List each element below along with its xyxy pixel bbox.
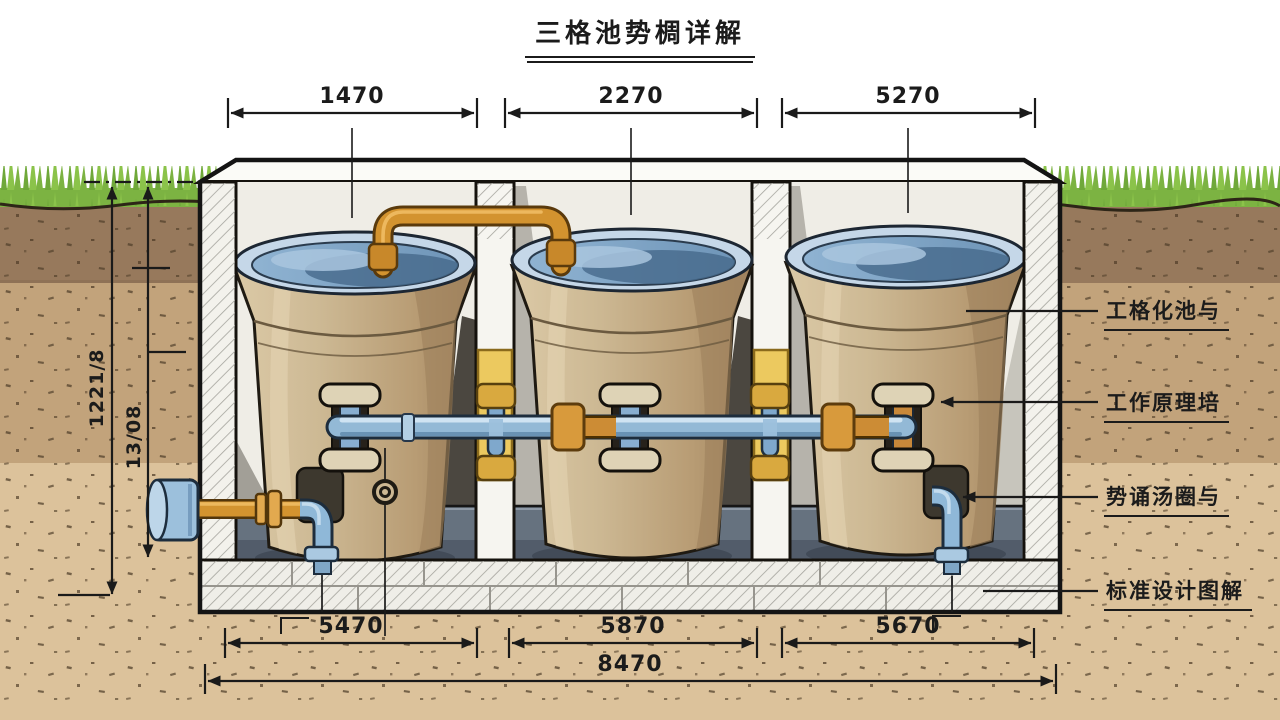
pipe-coupling-2 xyxy=(820,402,856,452)
overall-dim: 8470 xyxy=(597,652,663,677)
structure-walls xyxy=(197,157,1063,615)
callout-working-principle: 工作原理培 xyxy=(1104,387,1229,423)
left-dim-inner: 13/08 xyxy=(123,404,145,470)
callout-standard-design: 标准设计图解 xyxy=(1104,575,1252,611)
top-dim-3: 5270 xyxy=(875,84,941,109)
bottom-dim-1: 5470 xyxy=(318,614,384,639)
top-dim-2: 2270 xyxy=(598,84,664,109)
divider-wall-2 xyxy=(750,180,792,562)
pipe-collar xyxy=(401,413,415,442)
bottom-dim-2: 5870 xyxy=(600,614,666,639)
callout-pipe-fitting: 势诵汤圈与 xyxy=(1104,481,1229,517)
left-dim-outer: 1221/8 xyxy=(86,348,108,428)
diagram-title: 三格池势椆详解 xyxy=(524,13,756,63)
bottom-dim-3: 5670 xyxy=(875,614,941,639)
dimension-lines xyxy=(58,98,1058,694)
outlet-pipe xyxy=(932,485,970,575)
inlet-flange xyxy=(145,478,200,542)
callout-leader-lines xyxy=(940,309,1098,593)
top-dim-1: 1470 xyxy=(319,84,385,109)
divider-wall-1 xyxy=(474,180,516,562)
bolt-symbol xyxy=(372,479,398,505)
callout-tank-body: 工格化池与 xyxy=(1104,295,1229,331)
main-distribution-pipe xyxy=(318,382,935,482)
inlet-elbow-down xyxy=(300,498,340,575)
pipe-coupling-1 xyxy=(550,402,586,452)
transfer-pipe-top xyxy=(367,205,577,279)
